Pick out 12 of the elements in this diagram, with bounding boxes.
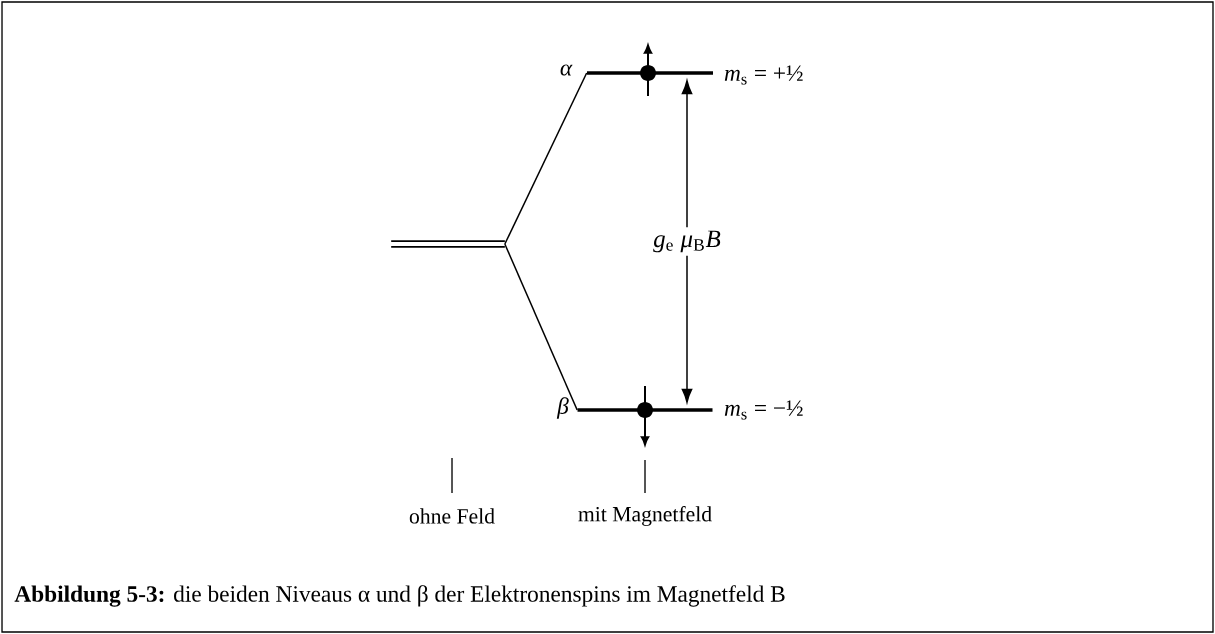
- connecting-line: [504, 243, 578, 411]
- spin-quantum-number: m$_{s}$ = +½: [724, 65, 803, 85]
- energy-gap-arrow: [681, 80, 693, 403]
- axis-label: mit Magnetfeld: [578, 506, 712, 526]
- edge-label: g$_{e}$ μ$_{B}$B: [649, 227, 725, 256]
- level-symbol: α: [560, 64, 573, 76]
- caption: Abbildung 5-3: die beiden Niveaus α und β der Elektronenspins im Magnetfeld B: [14, 585, 785, 607]
- level-symbol: β: [556, 397, 569, 419]
- axis-label: ohne Feld: [409, 508, 495, 524]
- connecting-line: [504, 72, 588, 245]
- double-level-line: [390, 240, 506, 248]
- spin-quantum-number: m$_{s}$ = −½: [724, 400, 803, 420]
